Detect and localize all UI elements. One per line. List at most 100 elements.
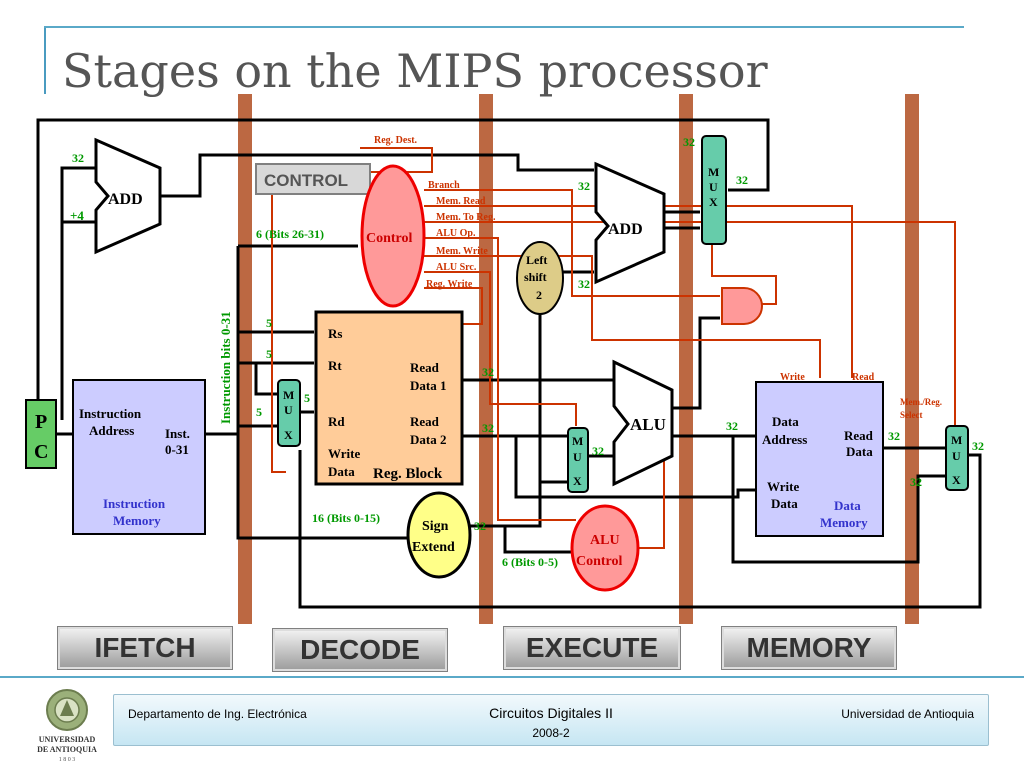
footer-university: Universidad de Antioquia <box>841 707 974 721</box>
instruction-memory <box>72 379 206 535</box>
footer-course: Circuitos Digitales II <box>489 705 613 721</box>
alu <box>612 359 674 487</box>
imem-inst-label-2: 0-31 <box>165 442 189 457</box>
logo-text-2: DE ANTIOQUIA <box>37 745 97 754</box>
imem-address-label-2: Address <box>89 423 134 438</box>
stage-execute: EXECUTE <box>503 626 681 670</box>
program-counter-label-top: P <box>35 411 47 433</box>
width-32-label: 32 <box>972 439 984 453</box>
branch-adder <box>594 161 666 285</box>
dmem-read-signal-label: Read <box>852 372 875 383</box>
branch-label: Branch <box>428 180 460 191</box>
rt-width-label: 5 <box>266 347 272 361</box>
alu-src-mux-m: M <box>572 434 583 448</box>
logo-text-3: 1 8 0 3 <box>59 757 76 763</box>
stage-decode: DECODE <box>272 628 448 672</box>
top-accent-line <box>44 26 964 28</box>
pc-adder <box>94 137 162 255</box>
instruction-bits-label: Instruction bits 0-31 <box>218 311 233 424</box>
wb-mux-m: M <box>951 433 962 447</box>
pipeline-register-execute-memory <box>679 94 693 624</box>
university-logo: UNIVERSIDAD DE ANTIOQUIA 1 8 0 3 <box>37 689 97 763</box>
footer-term: 2008-2 <box>532 726 570 740</box>
alu-control <box>570 504 640 592</box>
width-32-label: 32 <box>683 135 695 149</box>
left-shift-label-3: 2 <box>536 288 542 302</box>
footer-department: Departamento de Ing. Electrónica <box>128 707 307 721</box>
dmem-address-label-2: Address <box>762 432 807 447</box>
stage-ifetch: IFETCH <box>57 626 233 670</box>
width-32-label: 32 <box>726 419 738 433</box>
width-32-label: 32 <box>736 173 748 187</box>
rs-width-label: 5 <box>266 316 272 330</box>
pc-source-mux-m: M <box>708 165 719 179</box>
pc-source-mux-x: X <box>709 195 718 209</box>
pipeline-register-decode-execute <box>479 94 493 624</box>
program-counter <box>25 399 57 469</box>
sign-extend-label-2: Extend <box>412 540 455 555</box>
branch-adder-label: ADD <box>608 221 643 238</box>
reg-write-data-label-2: Data <box>328 464 355 479</box>
data-memory <box>755 381 884 537</box>
reg-dest-mux-x: X <box>284 428 293 442</box>
width-32-label: 32 <box>482 365 494 379</box>
width-32-label: 32 <box>578 179 590 193</box>
width-32-label: 32 <box>474 519 486 533</box>
width-32-label: 32 <box>592 444 604 458</box>
imem-inst-label-1: Inst. <box>165 426 190 441</box>
alu-label: ALU <box>630 415 666 434</box>
dmem-name-2: Memory <box>820 515 868 530</box>
dmem-write-data-label-1: Write <box>767 479 799 494</box>
width-32-label: 32 <box>482 421 494 435</box>
program-counter-label-bottom: C <box>34 441 48 463</box>
left-shift-label-1: Left <box>526 253 547 267</box>
title-accent-bar <box>44 28 46 94</box>
slide-title: Stages on the MIPS processor <box>62 44 768 98</box>
logo-text-1: UNIVERSIDAD <box>39 735 96 744</box>
reg-rt-label: Rt <box>328 358 342 373</box>
dmem-write-signal-label: Write <box>780 372 805 383</box>
reg-read-data1-label-2: Data 1 <box>410 378 446 393</box>
alu-control-label-2: Control <box>576 554 623 569</box>
reg-write-label: Reg. Write <box>426 279 473 290</box>
reg-write-data-label-1: Write <box>328 446 360 461</box>
mem-reg-select-label-2: Select <box>900 410 923 420</box>
reg-dest-mux <box>277 379 301 447</box>
mem-write-label: Mem. Write <box>436 246 488 257</box>
reg-dest-mux-m: M <box>283 388 294 402</box>
width-32-label: 32 <box>910 475 922 489</box>
wb-mux-u: U <box>952 449 961 463</box>
mem-read-label: Mem. Read <box>436 196 486 207</box>
alu-src-mux-x: X <box>573 474 582 488</box>
alu-src-label: ALU Src. <box>436 262 477 273</box>
reg-dest-mux-u: U <box>284 403 293 417</box>
reg-block-name: Reg. Block <box>373 466 443 482</box>
imem-name-1: Instruction <box>103 496 166 511</box>
pc-source-mux <box>701 135 727 245</box>
pipeline-register-ifetch-decode <box>238 94 252 624</box>
reg-rd-label: Rd <box>328 414 345 429</box>
opcode-bits-label: 6 (Bits 26-31) <box>256 227 324 241</box>
reg-read-data1-label-1: Read <box>410 360 440 375</box>
mips-datapath-diagram: ADD 32 +4 P C Instruction Address Inst. … <box>25 94 984 624</box>
pc-adder-width-label: 32 <box>72 151 84 165</box>
funct-bits-label: 6 (Bits 0-5) <box>502 555 558 569</box>
reg-read-data2-label-2: Data 2 <box>410 432 446 447</box>
stage-memory: MEMORY <box>721 626 897 670</box>
reg-rs-label: Rs <box>328 326 342 341</box>
dmem-name-1: Data <box>834 498 861 513</box>
rd-width-label: 5 <box>256 405 262 419</box>
branch-and-gate <box>721 287 763 325</box>
register-block <box>314 310 464 486</box>
footer-divider <box>0 676 1024 678</box>
imem-address-label-1: Instruction <box>79 406 142 421</box>
mem-reg-select-label-1: Mem./Reg. <box>900 397 942 407</box>
dmem-write-data-label-2: Data <box>771 496 798 511</box>
reg-read-data2-label-1: Read <box>410 414 440 429</box>
alu-control-label-1: ALU <box>590 533 620 548</box>
sign-extend-label-1: Sign <box>422 519 449 534</box>
pc-adder-increment-label: +4 <box>70 208 84 223</box>
control-unit <box>360 164 426 308</box>
width-32-label: 32 <box>888 429 900 443</box>
dmem-read-data-label-1: Read <box>844 428 874 443</box>
